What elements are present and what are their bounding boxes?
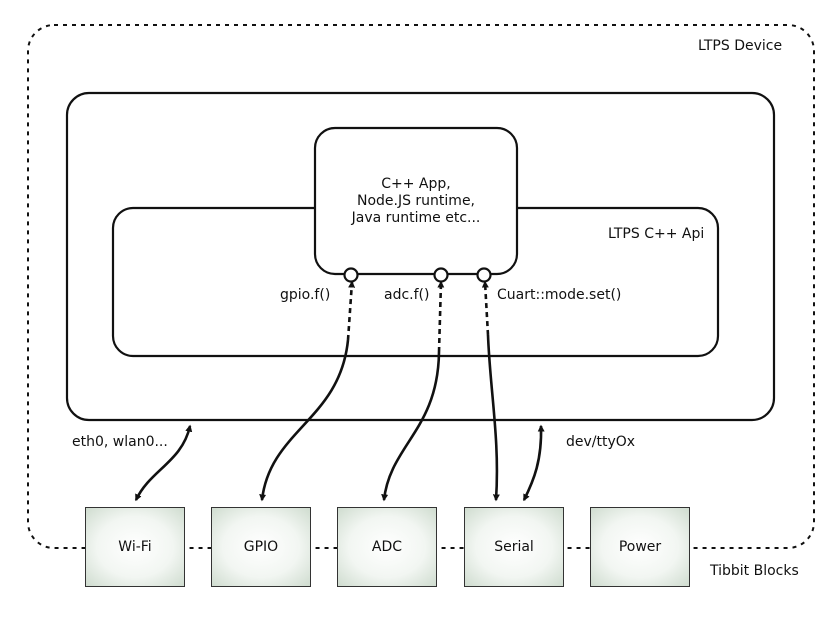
gpio-call-label: gpio.f() bbox=[280, 287, 331, 303]
network-interface-label: eth0, wlan0... bbox=[72, 434, 168, 450]
uart-port-icon bbox=[476, 267, 492, 283]
app-line-3: Java runtime etc... bbox=[351, 210, 481, 226]
app-line-2: Node.JS runtime, bbox=[356, 193, 476, 209]
network-link bbox=[134, 424, 193, 502]
block-adc: ADC bbox=[337, 507, 437, 587]
serial-tty-link bbox=[522, 424, 545, 502]
ltps-device-boundary bbox=[27, 24, 815, 549]
app-line-1: C++ App, bbox=[381, 176, 451, 192]
block-power: Power bbox=[590, 507, 690, 587]
adc-port-icon bbox=[433, 267, 449, 283]
block-gpio-label: GPIO bbox=[243, 539, 279, 555]
block-power-label: Power bbox=[618, 539, 662, 555]
gpio-link bbox=[259, 339, 350, 502]
adc-call-label: adc.f() bbox=[384, 287, 430, 303]
app-box bbox=[313, 126, 519, 276]
api-title: LTPS C++ Api bbox=[608, 226, 705, 242]
gpio-call-line bbox=[346, 280, 356, 341]
block-wifi: Wi-Fi bbox=[85, 507, 185, 587]
adc-link bbox=[381, 351, 441, 502]
serial-uart-link bbox=[486, 334, 500, 502]
app-label: C++ App, Node.JS runtime, Java runtime e… bbox=[315, 176, 517, 227]
block-wifi-label: Wi-Fi bbox=[118, 539, 152, 555]
adc-call-line bbox=[437, 280, 445, 353]
block-gpio: GPIO bbox=[211, 507, 311, 587]
serial-interface-label: dev/ttyOx bbox=[566, 434, 636, 450]
tibbit-blocks-label: Tibbit Blocks bbox=[710, 563, 799, 579]
block-serial-label: Serial bbox=[494, 539, 534, 555]
block-serial: Serial bbox=[464, 507, 564, 587]
gpio-port-icon bbox=[343, 267, 359, 283]
block-adc-label: ADC bbox=[371, 539, 403, 555]
uart-call-label: Cuart::mode.set() bbox=[497, 287, 622, 303]
device-title: LTPS Device bbox=[698, 38, 783, 54]
